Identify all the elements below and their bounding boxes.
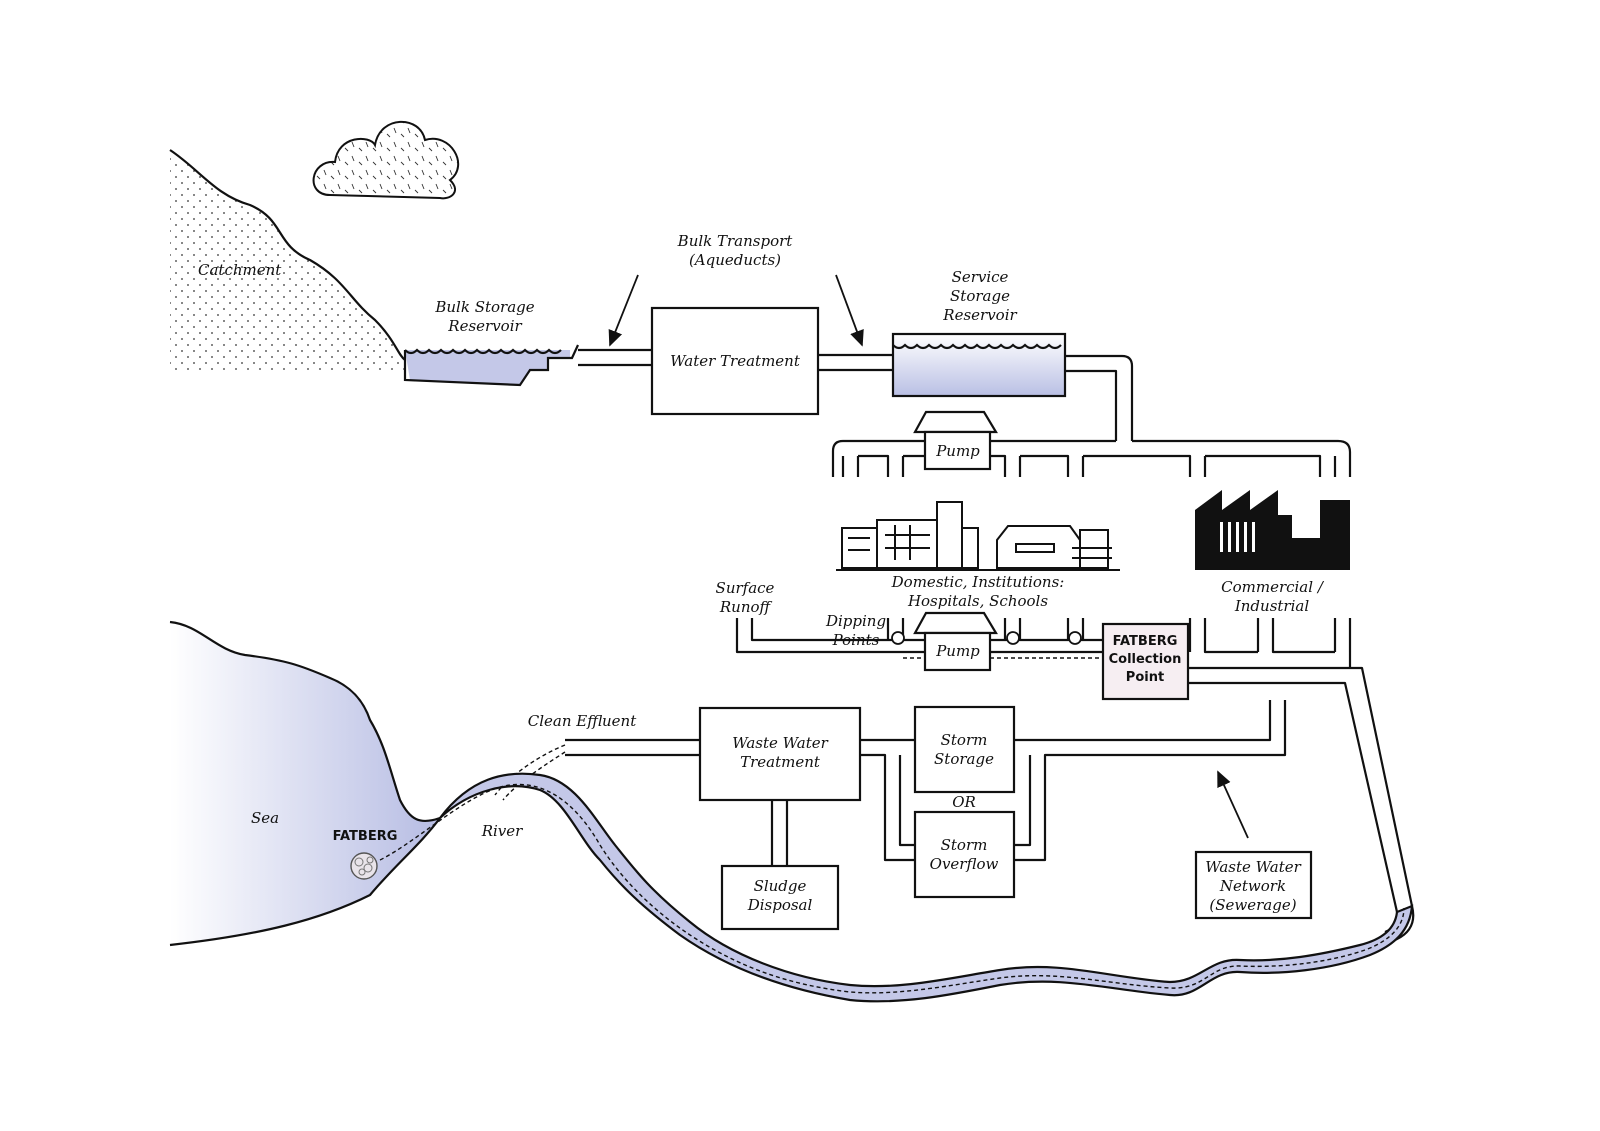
commercial-label: Commercial /Industrial <box>1221 578 1325 615</box>
pump-bottom-housing <box>913 611 998 635</box>
pump-top-housing <box>913 410 998 434</box>
domestic-buildings-icon <box>836 501 1120 571</box>
storm-overflow-box <box>913 810 1016 899</box>
river <box>439 772 1414 1003</box>
bulk-transport-label: Bulk Transport(Aqueducts) <box>677 232 794 269</box>
sludge-disposal-box <box>720 864 840 931</box>
fatberg-collection-box <box>1101 622 1190 701</box>
pump-top-box <box>923 430 992 471</box>
water-treatment-label: Water Treatment <box>670 352 801 370</box>
arrow-left <box>608 274 639 347</box>
cloud-icon <box>312 120 460 200</box>
clean-effluent-label: Clean Effluent <box>528 712 637 730</box>
pump-bottom-box <box>923 631 992 672</box>
waste-water-treatment-box <box>698 706 862 802</box>
bulk-storage-reservoir <box>405 350 570 385</box>
sea-label: Sea <box>251 809 279 827</box>
fatberg-label: FATBERG <box>333 829 398 844</box>
dipping-point-3 <box>1068 631 1082 645</box>
pump-bottom-label: Pump <box>935 642 980 660</box>
factory-icon <box>1195 490 1350 570</box>
or-label: OR <box>952 793 976 811</box>
river-label: River <box>481 822 523 840</box>
service-storage-reservoir <box>891 332 1067 398</box>
network-arrow <box>1217 770 1249 839</box>
dipping-point-1 <box>891 631 905 645</box>
catchment-hill <box>170 150 405 370</box>
fatberg-icon <box>350 852 378 880</box>
arrow-right <box>835 274 864 347</box>
catchment-label: Catchment <box>198 261 282 279</box>
dipping-point-2 <box>1006 631 1020 645</box>
pump-top-label: Pump <box>935 442 980 460</box>
waste-water-network-box <box>1194 850 1313 920</box>
storm-storage-box <box>913 705 1016 794</box>
sea <box>170 622 440 945</box>
domestic-label: Domestic, Institutions:Hospitals, School… <box>891 573 1065 610</box>
water-treatment-box <box>650 306 820 416</box>
